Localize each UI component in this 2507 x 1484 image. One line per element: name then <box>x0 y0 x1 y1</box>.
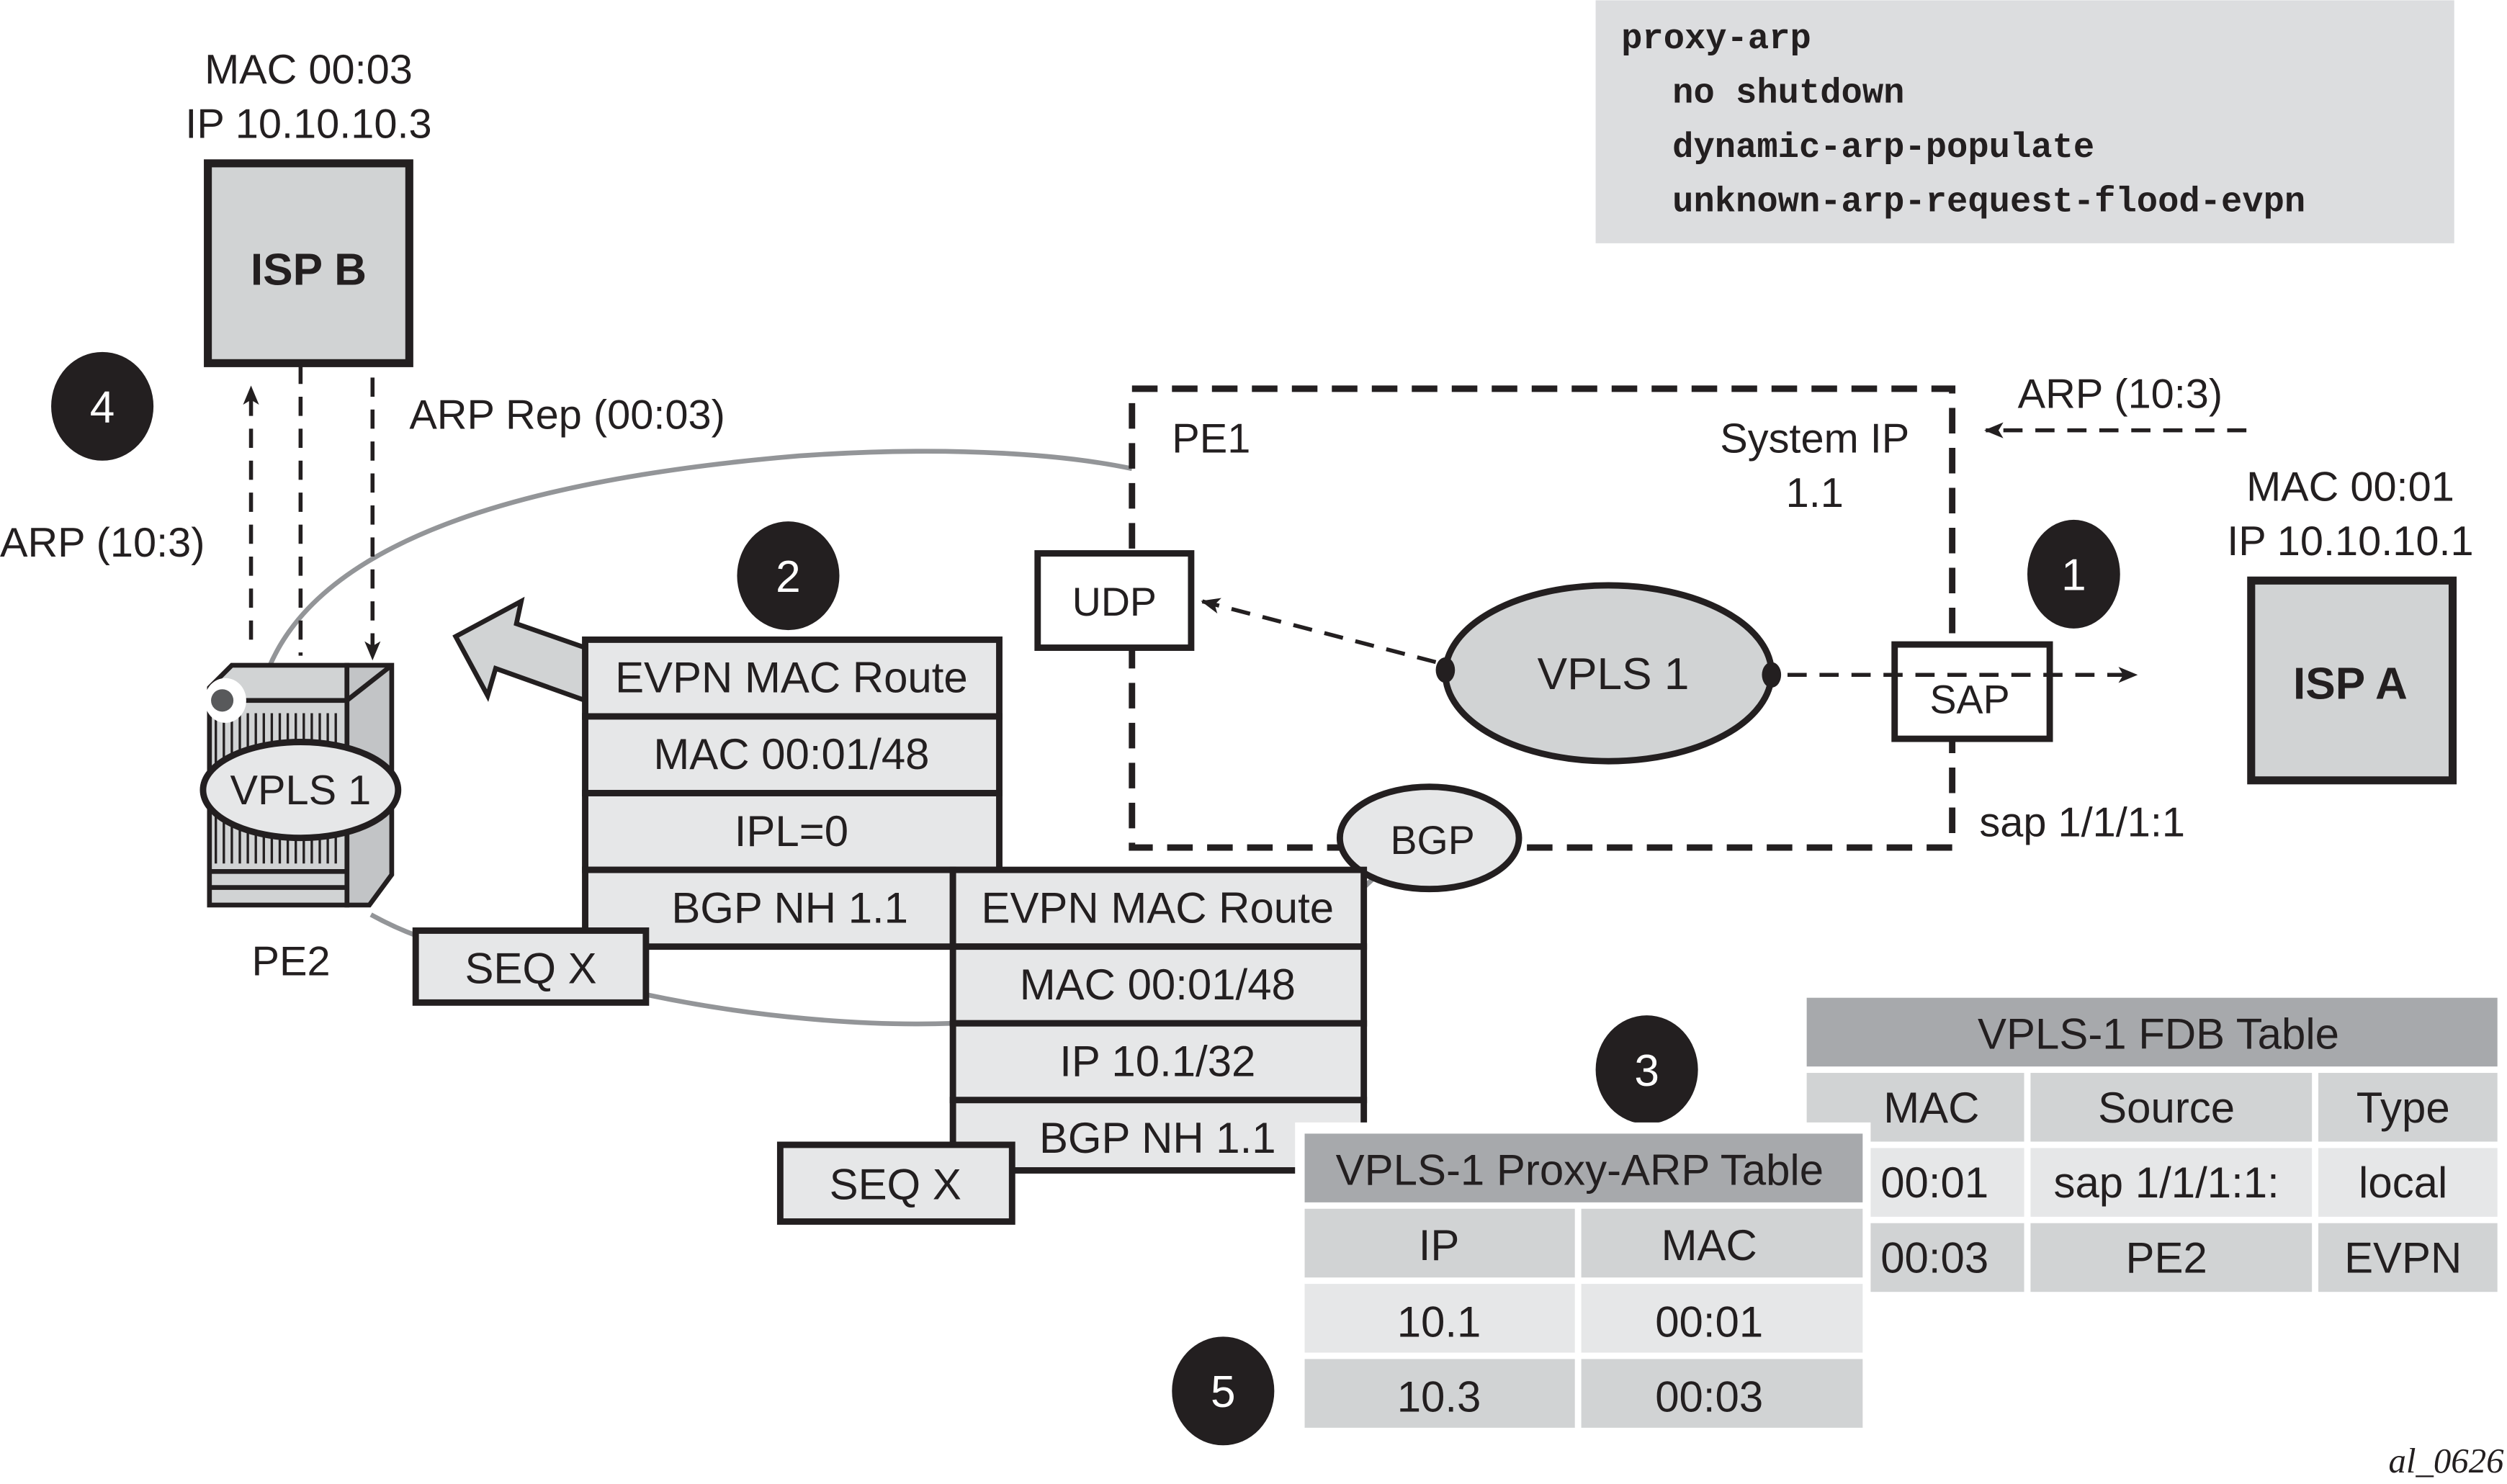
route-field: MAC 00:01/48 <box>1020 961 1296 1009</box>
bgp-label: BGP <box>1391 818 1475 863</box>
figure-id: al_0626 <box>2388 1441 2504 1480</box>
config-line: dynamic-arp-populate <box>1672 127 2094 168</box>
isp-b-mac: MAC 00:03 <box>205 47 413 93</box>
fdb-row: 00:01 sap 1/1/1:1: local <box>1864 1148 2498 1217</box>
step-badge-1: 1 <box>2027 519 2120 629</box>
isp-b-label: ISP B <box>251 246 367 295</box>
isp-b-ip: IP 10.10.10.3 <box>185 101 431 147</box>
svg-text:00:03: 00:03 <box>1655 1373 1763 1421</box>
pe1-system-ip-label: System IP <box>1720 416 1909 462</box>
config-box: proxy-arp no shutdown dynamic-arp-popula… <box>1595 0 2454 243</box>
udp-box <box>1034 550 1195 651</box>
svg-text:PE2: PE2 <box>2125 1234 2207 1282</box>
svg-text:10.3: 10.3 <box>1397 1373 1481 1421</box>
route-seq: SEQ X <box>830 1160 961 1208</box>
route-field: MAC 00:01/48 <box>653 730 929 778</box>
fdb-table: VPLS-1 FDB Table MAC Source Type 00:01 s… <box>1806 997 2498 1292</box>
pe1-label: PE1 <box>1172 416 1250 462</box>
udp-label: UDP <box>1072 580 1157 624</box>
fdb-header: Source <box>2098 1084 2235 1132</box>
proxy-arp-row: 10.3 00:03 <box>1304 1359 1863 1428</box>
proxy-arp-table-title: VPLS-1 Proxy-ARP Table <box>1336 1146 1824 1194</box>
svg-text:2: 2 <box>776 552 801 602</box>
arp-request-label-right: ARP (10:3) <box>2018 372 2223 418</box>
arp-request-label-left: ARP (10:3) <box>0 520 205 566</box>
isp-a-mac: MAC 00:01 <box>2246 464 2454 510</box>
pe1-vpls-label: VPLS 1 <box>1538 649 1690 699</box>
route-field: EVPN MAC Route <box>615 654 968 702</box>
svg-text:00:01: 00:01 <box>1655 1298 1763 1346</box>
config-line: proxy-arp <box>1621 19 1811 59</box>
proxy-arp-header: MAC <box>1661 1221 1757 1269</box>
route-field: EVPN MAC Route <box>981 883 1334 932</box>
isp-a-label: ISP A <box>2293 660 2408 709</box>
svg-text:1: 1 <box>2061 551 2086 601</box>
step-badge-2: 2 <box>737 521 840 631</box>
svg-text:local: local <box>2359 1159 2447 1207</box>
route-field: IPL=0 <box>735 807 848 855</box>
svg-text:EVPN: EVPN <box>2344 1234 2462 1282</box>
route-advertise-arrow <box>452 596 588 704</box>
arp-arrows-pe2 <box>243 364 381 661</box>
sap-label: SAP <box>1930 678 2010 722</box>
proxy-arp-table: VPLS-1 Proxy-ARP Table IP MAC 10.1 00:01… <box>1295 1122 1871 1436</box>
sap-id: sap 1/1/1:1 <box>1979 799 2185 845</box>
config-line: no shutdown <box>1672 73 1904 113</box>
svg-text:4: 4 <box>90 382 115 432</box>
step-badge-3: 3 <box>1595 1015 1698 1125</box>
step-badge-5: 5 <box>1172 1336 1275 1446</box>
route-field: BGP NH 1.1 <box>671 883 908 932</box>
pe1-node[interactable]: PE1 System IP 1.1 UDP VPLS 1 SAP sap 1/1… <box>1034 385 2185 893</box>
arp-reply-label: ARP Rep (00:03) <box>409 392 725 438</box>
fdb-header: Type <box>2356 1084 2450 1132</box>
proxy-arp-row: 10.1 00:01 <box>1304 1284 1863 1353</box>
bgp-node <box>1336 783 1522 893</box>
fdb-header: MAC <box>1883 1084 1979 1132</box>
step-badge-4: 4 <box>51 351 154 461</box>
pe2-port-dot <box>211 689 234 712</box>
isp-b-node[interactable]: MAC 00:03 IP 10.10.10.3 ISP B <box>185 47 432 367</box>
proxy-arp-header: IP <box>1419 1221 1460 1269</box>
fdb-row: 00:03 PE2 EVPN <box>1864 1223 2498 1292</box>
svg-text:00:03: 00:03 <box>1880 1234 1988 1282</box>
pe2-vpls-label: VPLS 1 <box>230 768 371 814</box>
route-field: BGP NH 1.1 <box>1039 1114 1276 1162</box>
config-line: unknown-arp-request-flood-evpn <box>1672 181 2305 222</box>
flood-to-udp-arrow <box>1201 598 1437 665</box>
svg-text:10.1: 10.1 <box>1397 1298 1481 1346</box>
svg-text:3: 3 <box>1634 1046 1659 1096</box>
evpn-route-2[interactable]: EVPN MAC Route MAC 00:01/48 IP 10.1/32 B… <box>776 866 1368 1225</box>
svg-text:sap 1/1/1:1:: sap 1/1/1:1: <box>2054 1159 2279 1207</box>
sap-box <box>1891 641 2053 742</box>
route-field: IP 10.1/32 <box>1059 1037 1255 1085</box>
svg-text:5: 5 <box>1211 1367 1236 1417</box>
pe1-system-ip: 1.1 <box>1786 470 1844 516</box>
pe2-label: PE2 <box>251 939 330 985</box>
isp-a-ip: IP 10.10.10.1 <box>2227 518 2473 565</box>
route-seq: SEQ X <box>465 945 596 993</box>
svg-text:00:01: 00:01 <box>1880 1159 1988 1207</box>
fdb-table-title: VPLS-1 FDB Table <box>1978 1010 2339 1058</box>
evpn-route-1[interactable]: EVPN MAC Route MAC 00:01/48 IPL=0 BGP NH… <box>412 636 1003 1006</box>
isp-a-node[interactable]: MAC 00:01 IP 10.10.10.1 ISP A <box>2227 464 2474 785</box>
pe2-router[interactable]: VPLS 1 PE2 <box>199 662 402 985</box>
